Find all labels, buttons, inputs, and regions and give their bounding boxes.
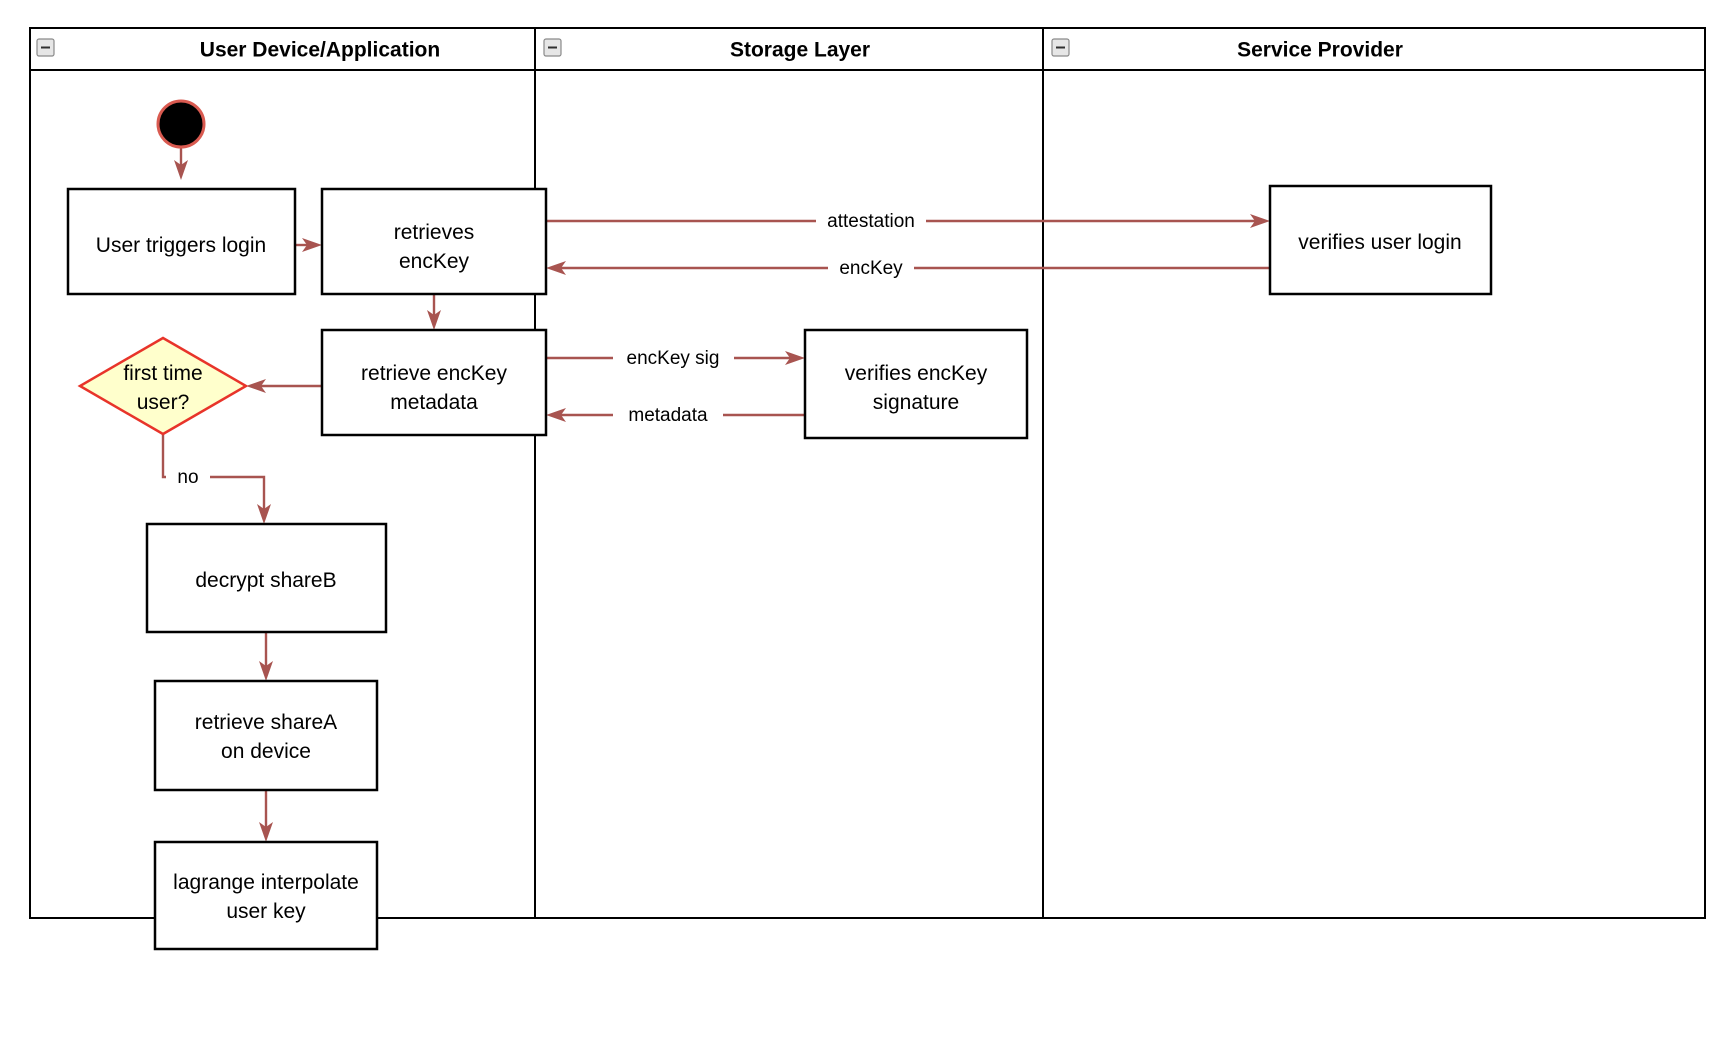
node-label-line2: signature	[873, 391, 959, 414]
lane-body-service-provider	[1042, 27, 1706, 919]
node-first-time-user[interactable]: first time user?	[77, 336, 249, 436]
node-label-line2: on device	[221, 740, 311, 763]
node-retrieves-enckey[interactable]: retrieves encKey	[320, 187, 548, 296]
lane-header-storage-layer	[534, 27, 1044, 71]
node-label-line2: encKey	[399, 250, 470, 273]
node-box	[153, 679, 379, 792]
decision-diamond	[77, 336, 249, 436]
node-label-line1: verifies encKey	[845, 362, 988, 385]
node-box	[66, 187, 297, 296]
node-retrieve-enckey-metadata[interactable]: retrieve encKey metadata	[320, 328, 548, 437]
edge-retrieves-to-metadata	[427, 295, 441, 330]
edge-metadata-to-decision	[246, 379, 322, 393]
lane-title-user-device: User Device/Application	[200, 39, 440, 62]
node-label-line1: first time	[123, 362, 202, 385]
node-box	[145, 522, 388, 634]
node-verifies-user-login[interactable]: verifies user login	[1268, 184, 1493, 296]
edge-label-bg	[613, 402, 723, 428]
lane-header-user-device	[29, 27, 536, 71]
node-user-triggers-login[interactable]: User triggers login	[66, 187, 297, 296]
edge-label-bg	[166, 464, 210, 490]
edge-sharea-to-lagrange	[259, 790, 273, 842]
edge-decision-no: no	[161, 434, 271, 524]
node-lagrange-interpolate[interactable]: lagrange interpolate user key	[153, 840, 379, 951]
edge-label-enckey: encKey	[839, 258, 903, 279]
node-label-line2: metadata	[390, 391, 478, 414]
edge-label-enckey-sig: encKey sig	[627, 348, 720, 369]
edge-decrypt-to-sharea	[259, 632, 273, 681]
edge-attestation: attestation	[546, 208, 1270, 234]
lane-title-storage-layer: Storage Layer	[730, 39, 870, 62]
node-label-line1: retrieves	[394, 221, 475, 244]
minus-box-icon[interactable]	[1051, 38, 1070, 57]
edge-label-bg	[613, 345, 734, 371]
edge-label-bg	[828, 255, 914, 281]
edge-label-no: no	[177, 467, 198, 488]
node-verifies-enckey-signature[interactable]: verifies encKey signature	[803, 328, 1029, 440]
edge-label-attestation: attestation	[827, 211, 915, 232]
lane-storage-layer[interactable]: Storage Layer	[534, 27, 1044, 919]
node-start[interactable]	[156, 99, 206, 149]
lane-body-storage-layer	[534, 27, 1044, 919]
node-label-line1: lagrange interpolate	[173, 871, 359, 894]
edge-login-to-retrieves	[295, 238, 322, 252]
lane-service-provider[interactable]: Service Provider	[1042, 27, 1706, 919]
node-label-line1: User triggers login	[96, 234, 266, 257]
minus-box-icon[interactable]	[36, 38, 55, 57]
minus-box-icon[interactable]	[543, 38, 562, 57]
lane-header-service-provider	[1042, 27, 1706, 71]
start-node-circle	[156, 99, 206, 149]
node-label-line1: retrieve encKey	[361, 362, 507, 385]
node-label-line1: decrypt shareB	[195, 569, 336, 592]
node-label-line2: user?	[137, 391, 190, 414]
node-label-line1: verifies user login	[1298, 231, 1461, 254]
edge-enckey-return: encKey	[546, 255, 1270, 281]
node-box	[320, 187, 548, 296]
node-retrieve-sharea[interactable]: retrieve shareA on device	[153, 679, 379, 792]
node-decrypt-shareb[interactable]: decrypt shareB	[145, 522, 388, 634]
node-box	[153, 840, 379, 951]
node-label-line1: retrieve shareA	[195, 711, 337, 734]
node-box	[1268, 184, 1493, 296]
lane-title-service-provider: Service Provider	[1237, 39, 1403, 62]
node-box	[320, 328, 548, 437]
edge-label-metadata: metadata	[628, 405, 708, 426]
edge-metadata-return: metadata	[546, 402, 805, 428]
edge-enckey-sig: encKey sig	[546, 345, 805, 371]
edge-label-bg	[816, 208, 926, 234]
node-label-line2: user key	[226, 900, 306, 923]
node-box	[803, 328, 1029, 440]
